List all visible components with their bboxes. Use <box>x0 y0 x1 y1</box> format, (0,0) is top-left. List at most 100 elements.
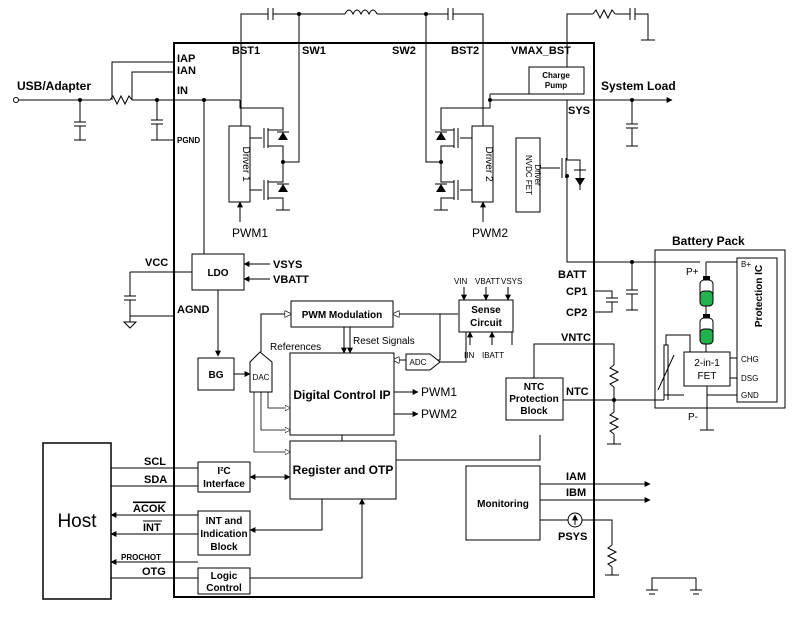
pwm1-input-label: PWM1 <box>232 226 268 240</box>
adc-label: ADC <box>410 358 427 367</box>
int-block-label-1: INT and <box>206 516 243 527</box>
dsg-label: DSG <box>741 374 758 383</box>
driver1-label: Driver 1 <box>240 146 251 181</box>
logic-label-2: Control <box>206 583 242 594</box>
charge-pump-label-1: Charge <box>542 71 570 80</box>
pin-int: INT <box>143 522 161 534</box>
pwm-modulation-label: PWM Modulation <box>302 310 383 321</box>
pin-iap: IAP <box>177 53 195 65</box>
ldo-vbatt-label: VBATT <box>273 274 309 286</box>
ntc-label-1: NTC <box>524 382 545 393</box>
pin-ibm: IBM <box>566 487 586 499</box>
pin-sw2: SW2 <box>392 45 416 57</box>
battery-pack-label: Battery Pack <box>672 234 745 248</box>
adc-block <box>405 353 441 371</box>
p-plus-label: P+ <box>686 267 699 278</box>
pack-wires <box>657 334 737 431</box>
vcc-network <box>122 271 221 357</box>
pin-ntc: NTC <box>566 386 589 398</box>
i2c-label-2: Interface <box>203 479 245 490</box>
digital-control-ip-label: Digital Control IP <box>293 388 390 402</box>
sense-ibatt: IBATT <box>482 351 504 360</box>
reset-signals-label: Reset Signals <box>353 336 415 347</box>
fet-label-1: 2-in-1 <box>694 358 720 369</box>
fet-label-2: FET <box>698 371 717 382</box>
nvdc-fet-label-1: NVDC FET <box>524 155 533 195</box>
ntc-label-3: Block <box>520 406 548 417</box>
driver2-fets <box>425 43 491 222</box>
sense-iin: IIN <box>464 351 474 360</box>
pin-iam: IAM <box>566 471 586 483</box>
sense-vin: VIN <box>454 277 468 286</box>
int-indication-block <box>197 510 251 556</box>
ref-bus <box>253 392 290 452</box>
host-block <box>42 442 112 600</box>
pin-acok: ACOK <box>133 503 165 515</box>
ntc-label-2: Protection <box>509 394 558 405</box>
protection-ic-block <box>736 257 778 403</box>
dac-label: DAC <box>253 373 270 382</box>
pin-bst2: BST2 <box>451 45 479 57</box>
pin-pgnd: PGND <box>177 136 200 145</box>
pin-vntc: VNTC <box>561 332 591 344</box>
nvdc-fet-driver-block <box>515 137 541 213</box>
pin-psys: PSYS <box>558 531 587 543</box>
references-label: References <box>270 342 321 353</box>
sense-label-2: Circuit <box>470 318 502 329</box>
nvdc-fet-label-2: Driver <box>533 164 542 186</box>
charge-pump-block <box>528 66 585 95</box>
sense-vsys: VSYS <box>501 277 522 286</box>
b-plus-label: B+ <box>741 260 751 269</box>
pin-agnd: AGND <box>177 304 209 316</box>
pin-in: IN <box>177 85 188 97</box>
i2c-label-1: I²C <box>217 466 230 477</box>
p-minus-label: P- <box>688 412 698 423</box>
digital-control-ip-block <box>289 352 395 436</box>
pin-prochot: PROCHOT <box>121 553 161 562</box>
driver2-label: Driver 2 <box>483 146 494 181</box>
dac-block <box>249 351 273 393</box>
ntc-protection-block <box>505 377 564 421</box>
charge-pump-label-2: Pump <box>545 81 567 90</box>
chip-outline <box>173 42 595 598</box>
monitor-wires <box>540 481 702 595</box>
pin-cp1: CP1 <box>566 286 587 298</box>
bg-label: BG <box>209 370 224 381</box>
int-block-label-2: Indication <box>200 529 247 540</box>
pin-vmax-bst: VMAX_BST <box>511 45 571 57</box>
pin-sda: SDA <box>144 474 167 486</box>
battery-pack-outline <box>654 249 786 409</box>
monitoring-label: Monitoring <box>477 499 529 510</box>
logic-control-block <box>197 567 251 595</box>
pin-otg: OTG <box>142 566 166 578</box>
sense-vbatt: VBATT <box>475 277 500 286</box>
chg-label: CHG <box>741 355 759 364</box>
input-network <box>19 61 240 254</box>
pin-sw1: SW1 <box>302 45 326 57</box>
ldo-vsys-label: VSYS <box>273 259 302 271</box>
battery-cells <box>699 261 737 352</box>
sense-label-1: Sense <box>471 305 501 316</box>
pin-sys: SYS <box>568 105 590 117</box>
ldo-label: LDO <box>207 268 228 279</box>
host-label: Host <box>57 511 97 532</box>
register-otp-block <box>289 440 397 500</box>
ldo-block <box>191 253 245 291</box>
monitoring-block <box>465 465 541 541</box>
protection-ic-label: Protection IC <box>754 265 765 327</box>
system-load-label: System Load <box>601 79 676 93</box>
pin-batt: BATT <box>558 269 587 281</box>
int-block-label-3: Block <box>210 542 238 553</box>
fet-2in1-block <box>683 351 731 387</box>
pwm2-output-label: PWM2 <box>421 407 457 421</box>
usb-adapter-label: USB/Adapter <box>17 79 91 93</box>
pwm2-input-label: PWM2 <box>472 226 508 240</box>
pin-ian: IAN <box>177 65 196 77</box>
host-wires <box>110 435 541 579</box>
driver1-fets <box>237 43 300 222</box>
pin-bst1: BST1 <box>232 45 260 57</box>
pin-scl: SCL <box>144 456 166 468</box>
pwm1-output-label: PWM1 <box>421 385 457 399</box>
logic-label-1: Logic <box>211 571 238 582</box>
